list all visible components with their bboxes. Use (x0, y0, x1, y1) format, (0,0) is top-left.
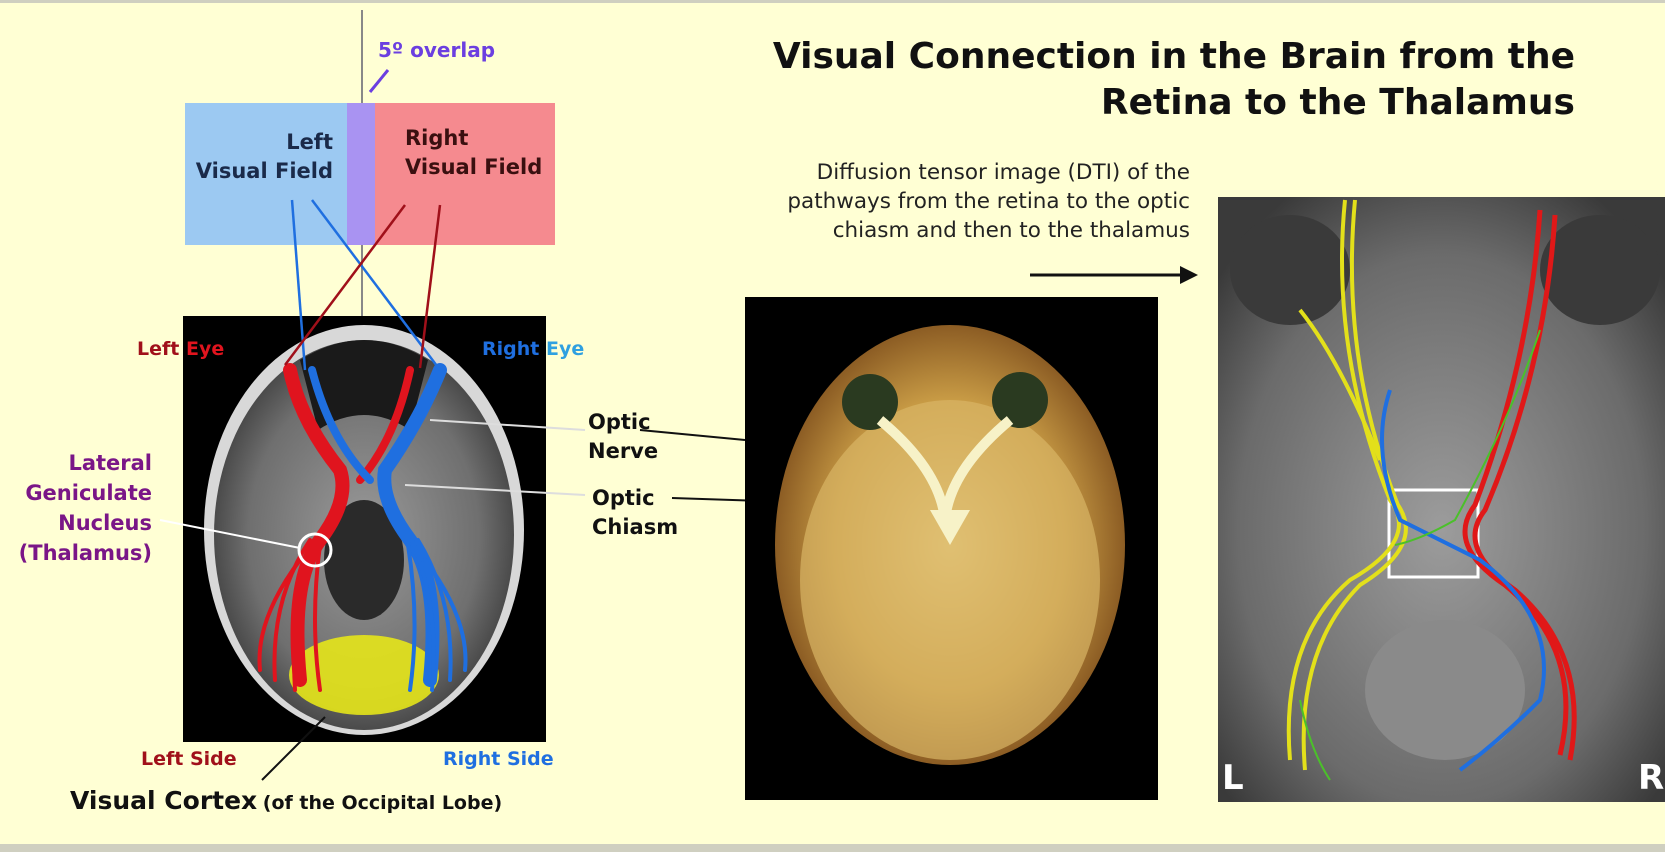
overlap-pointer (370, 70, 388, 92)
optic-chiasm-label: Optic Chiasm (592, 484, 678, 542)
left-eye-label: Left Eye (137, 338, 224, 360)
page-title: Visual Connection in the Brain from the … (773, 34, 1575, 126)
dti-left-orbit (1230, 215, 1350, 325)
optic-nerve-label: Optic Nerve (588, 408, 658, 466)
left-side-label: Left Side (141, 748, 237, 770)
left-field-line-1: Left (185, 128, 333, 157)
overlap-box (347, 103, 375, 245)
anatomical-right-eyeball (992, 372, 1048, 428)
visual-cortex-label: Visual Cortex (of the Occipital Lobe) (70, 786, 502, 815)
title-line-1: Visual Connection in the Brain from the (773, 34, 1575, 80)
dti-right-marker: R (1638, 758, 1664, 798)
dti-caption-line-1: Diffusion tensor image (DTI) of the (787, 158, 1190, 187)
right-eye-word-1: Right (482, 338, 539, 360)
lgn-line-1: Lateral (0, 448, 152, 478)
right-field-line-2: Visual Field (405, 153, 542, 182)
left-visual-field-label: Left Visual Field (185, 128, 333, 186)
lgn-label: Lateral Geniculate Nucleus (Thalamus) (0, 448, 152, 568)
overlap-label: 5º overlap (378, 38, 495, 62)
optic-nerve-line-1: Optic (588, 408, 658, 437)
visual-cortex-sub: (of the Occipital Lobe) (263, 792, 502, 814)
dti-caption-line-2: pathways from the retina to the optic (787, 187, 1190, 216)
dti-left-marker: L (1222, 758, 1244, 798)
visual-cortex-region (289, 635, 439, 715)
dti-caption-line-3: chiasm and then to the thalamus (787, 216, 1190, 245)
anatomical-left-eyeball (842, 374, 898, 430)
right-eye-word-2: Eye (546, 338, 584, 360)
optic-chiasm-line-2: Chiasm (592, 513, 678, 542)
title-line-2: Retina to the Thalamus (773, 80, 1575, 126)
lgn-line-4: (Thalamus) (0, 538, 152, 568)
lgn-line-3: Nucleus (0, 508, 152, 538)
dti-caption-arrowhead (1180, 266, 1198, 284)
right-visual-field-label: Right Visual Field (405, 124, 542, 182)
dti-caption: Diffusion tensor image (DTI) of the path… (787, 158, 1190, 245)
left-field-line-2: Visual Field (185, 157, 333, 186)
left-eye-word-1: Left (137, 338, 179, 360)
optic-nerve-line-2: Nerve (588, 437, 658, 466)
right-field-line-1: Right (405, 124, 542, 153)
visual-cortex-main: Visual Cortex (70, 786, 257, 815)
optic-chiasm-line-1: Optic (592, 484, 678, 513)
lgn-line-2: Geniculate (0, 478, 152, 508)
left-eye-word-2: Eye (186, 338, 224, 360)
right-eye-label: Right Eye (482, 338, 584, 360)
dti-right-orbit (1540, 215, 1660, 325)
right-side-label: Right Side (443, 748, 554, 770)
